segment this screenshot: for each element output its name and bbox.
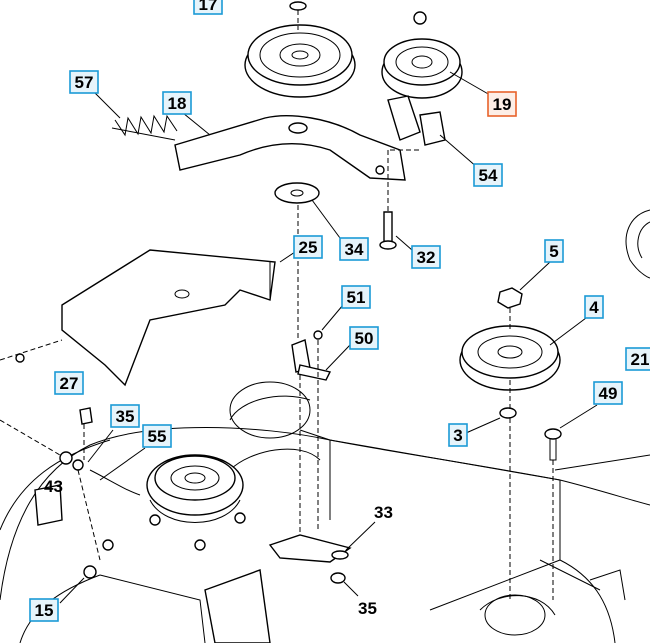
callout-50-label: 50 bbox=[355, 329, 374, 348]
callout-51-label: 51 bbox=[347, 288, 366, 307]
mower-deck bbox=[0, 381, 650, 643]
pivot-assembly-50 bbox=[291, 205, 351, 540]
bolt-49 bbox=[544, 404, 598, 600]
idler-arm-18 bbox=[174, 112, 420, 181]
pulley-21 bbox=[625, 209, 650, 279]
callout-17-label: 17 bbox=[199, 0, 218, 14]
callout-32-label: 32 bbox=[417, 248, 436, 267]
callout-19[interactable]: 19 bbox=[487, 91, 517, 117]
bracket-33 bbox=[268, 521, 376, 597]
callout-18[interactable]: 18 bbox=[162, 91, 192, 115]
callout-27[interactable]: 27 bbox=[54, 371, 84, 395]
callout-3-label: 3 bbox=[453, 426, 462, 445]
callout-57[interactable]: 57 bbox=[69, 70, 99, 94]
pulley-17 bbox=[244, 1, 356, 98]
callout-25-label: 25 bbox=[299, 238, 318, 257]
pulley-4 bbox=[459, 261, 591, 600]
callout-55-label: 55 bbox=[148, 427, 167, 446]
spring-57 bbox=[93, 91, 178, 141]
callout-34[interactable]: 34 bbox=[339, 237, 369, 261]
callout-17[interactable]: 17 bbox=[193, 0, 223, 15]
callout-57-label: 57 bbox=[75, 73, 94, 92]
deck-spindle-pulley bbox=[146, 454, 246, 551]
callout-49[interactable]: 49 bbox=[593, 381, 623, 405]
callout-15-label: 15 bbox=[35, 601, 54, 620]
callout-18-label: 18 bbox=[168, 94, 187, 113]
bracket-54 bbox=[387, 95, 479, 169]
callout-49-label: 49 bbox=[599, 384, 618, 403]
callout-4-label: 4 bbox=[589, 298, 599, 317]
pin-32 bbox=[379, 150, 413, 251]
label-35-lower: 35 bbox=[358, 599, 377, 618]
callout-21[interactable]: 21 bbox=[625, 347, 650, 371]
callout-35-upper-label: 35 bbox=[116, 407, 135, 426]
callout-19-label: 19 bbox=[493, 95, 512, 114]
callout-15[interactable]: 15 bbox=[29, 598, 59, 622]
hardware-left bbox=[0, 339, 146, 604]
callout-51[interactable]: 51 bbox=[341, 285, 371, 309]
callout-32[interactable]: 32 bbox=[411, 245, 441, 269]
callout-35-upper[interactable]: 35 bbox=[110, 404, 140, 428]
callout-4[interactable]: 4 bbox=[584, 295, 604, 319]
callout-5-label: 5 bbox=[549, 242, 558, 261]
callout-21-label: 21 bbox=[631, 350, 650, 369]
callout-54-label: 54 bbox=[479, 166, 498, 185]
callout-34-label: 34 bbox=[345, 240, 364, 259]
washer-34 bbox=[274, 182, 341, 239]
callout-27-label: 27 bbox=[60, 374, 79, 393]
cover-25 bbox=[61, 249, 299, 387]
callout-55[interactable]: 55 bbox=[142, 424, 172, 448]
label-33: 33 bbox=[374, 503, 393, 522]
callout-5[interactable]: 5 bbox=[544, 239, 564, 263]
idler-pulley-19 bbox=[381, 11, 491, 99]
callout-50[interactable]: 50 bbox=[349, 326, 379, 350]
callout-54[interactable]: 54 bbox=[473, 163, 503, 187]
callout-3[interactable]: 3 bbox=[448, 423, 468, 447]
label-43: 43 bbox=[44, 477, 63, 496]
callout-25[interactable]: 25 bbox=[293, 235, 323, 259]
